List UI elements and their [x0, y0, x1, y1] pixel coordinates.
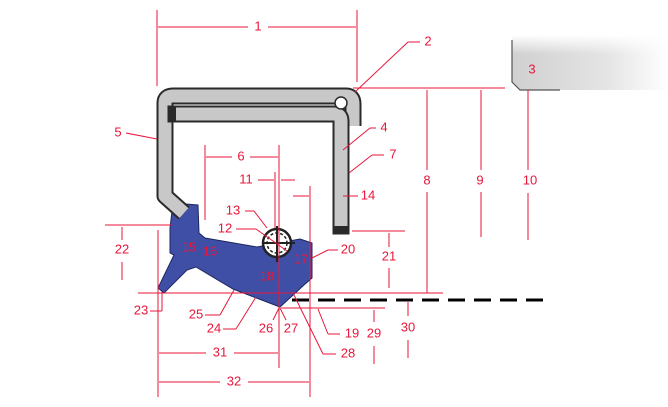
label-28: 28	[341, 345, 355, 360]
label-26: 26	[259, 320, 273, 335]
label-1: 1	[254, 18, 261, 33]
metal-case	[156, 87, 362, 235]
label-15: 15	[182, 239, 196, 254]
callout-labels: 1 2 3 4 5 6 7 8 9 10 11 12 13 14 15 16 1…	[114, 18, 537, 388]
label-9: 9	[476, 172, 483, 187]
dimension-lines	[105, 10, 529, 397]
label-30: 30	[401, 319, 415, 334]
label-13: 13	[226, 202, 240, 217]
label-19: 19	[345, 325, 359, 340]
label-22: 22	[115, 241, 129, 256]
label-11: 11	[239, 171, 253, 186]
label-16: 16	[203, 243, 217, 258]
label-14: 14	[361, 187, 375, 202]
label-21: 21	[382, 248, 396, 263]
label-7: 7	[389, 146, 396, 161]
label-24: 24	[207, 320, 221, 335]
label-17: 17	[294, 251, 308, 266]
label-27: 27	[284, 320, 298, 335]
housing-bore	[511, 35, 668, 91]
label-8: 8	[423, 172, 430, 187]
label-2: 2	[424, 33, 431, 48]
label-31: 31	[213, 344, 227, 359]
label-32: 32	[227, 373, 241, 388]
label-18: 18	[260, 268, 274, 283]
label-12: 12	[218, 220, 232, 235]
label-20: 20	[341, 241, 355, 256]
label-25: 25	[189, 306, 203, 321]
label-29: 29	[367, 325, 381, 340]
label-10: 10	[523, 172, 537, 187]
label-3: 3	[528, 61, 535, 76]
label-6: 6	[237, 148, 244, 163]
label-4: 4	[380, 119, 387, 134]
rubber-seal-body	[157, 202, 313, 308]
label-23: 23	[134, 302, 148, 317]
label-5: 5	[114, 124, 121, 139]
